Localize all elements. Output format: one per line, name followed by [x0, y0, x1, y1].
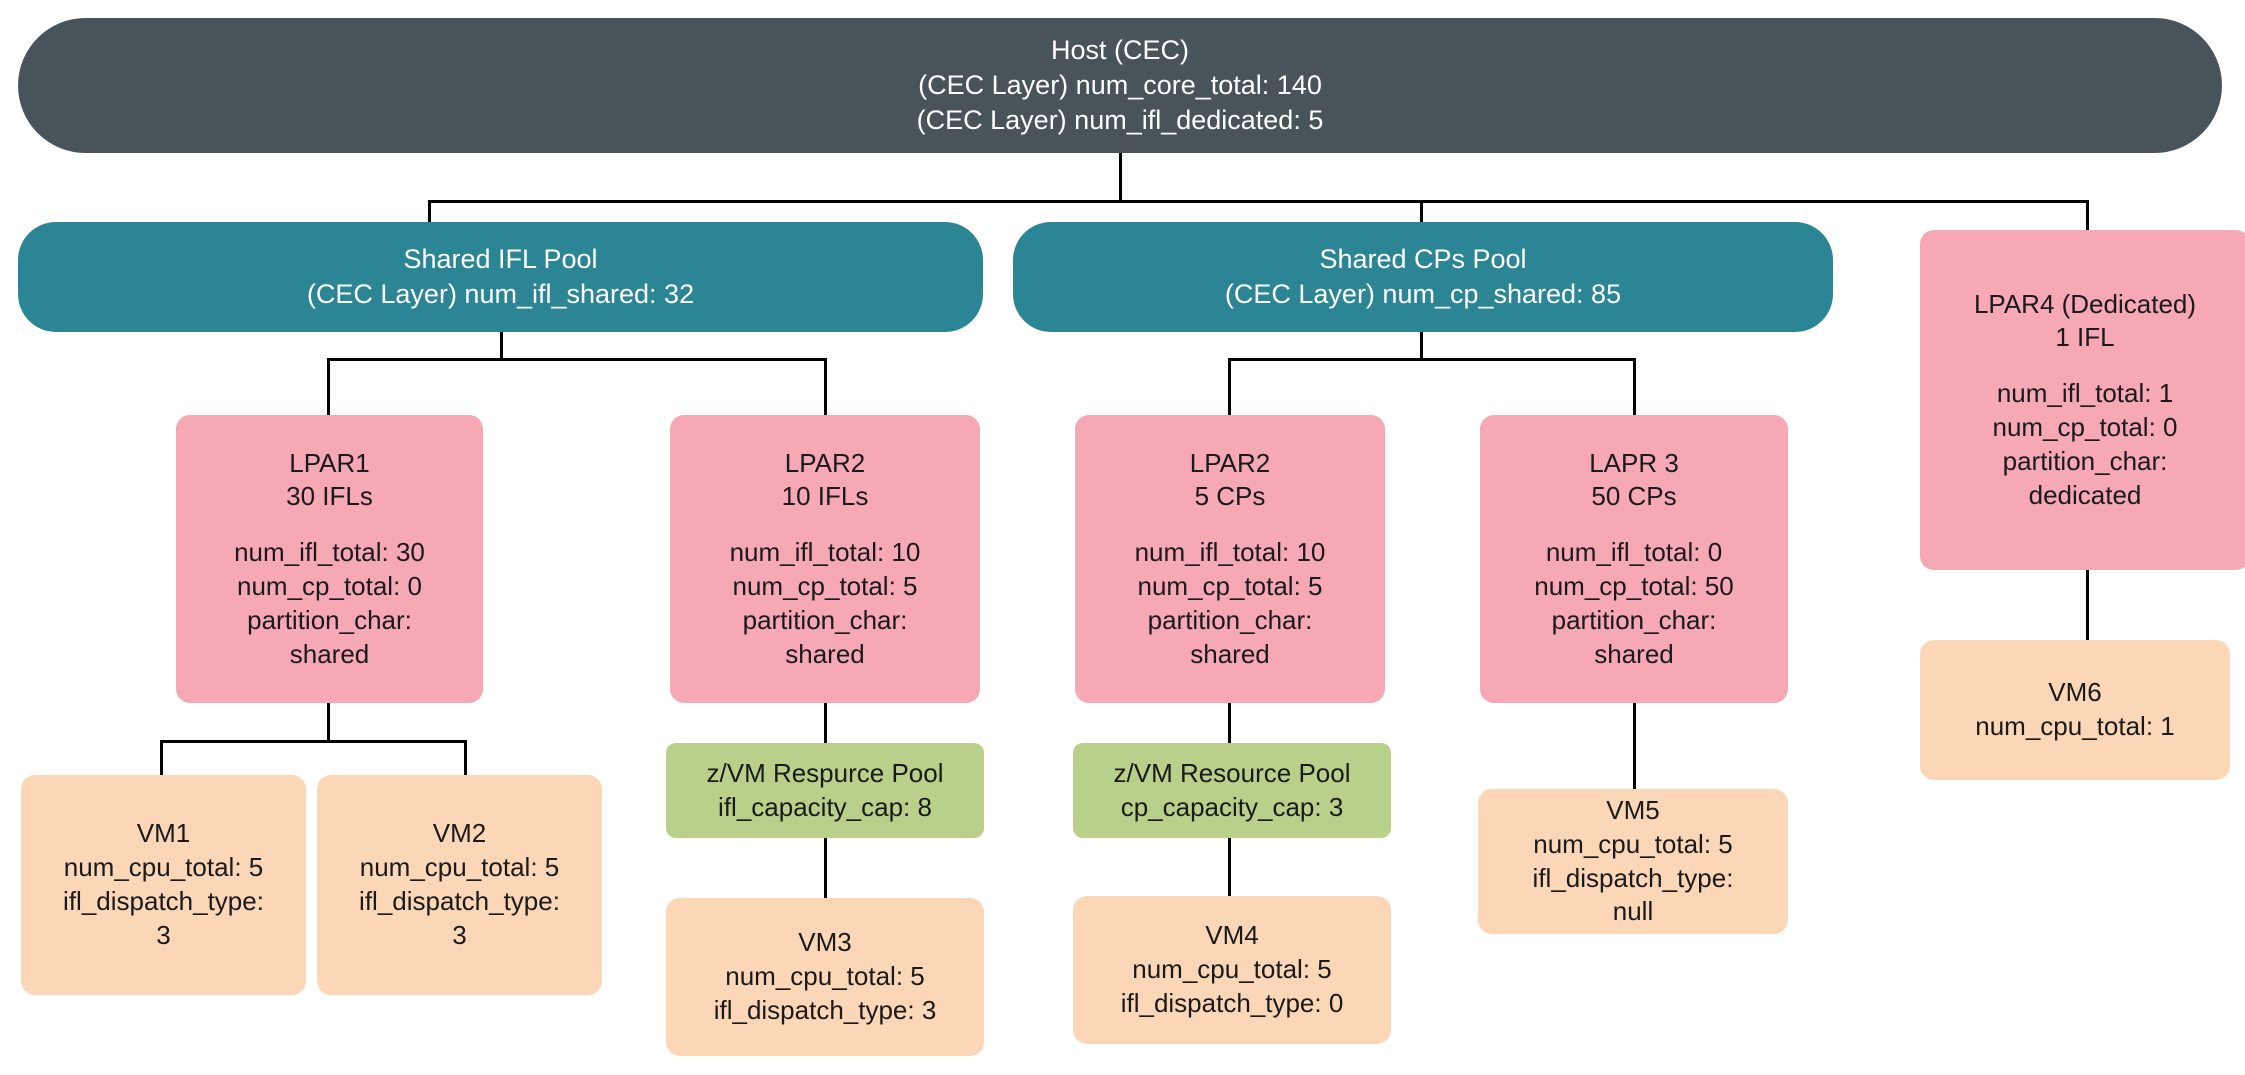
connector-zvm-cp-to-vm4 — [1228, 838, 1231, 896]
connector-shared-cps-bus — [1228, 358, 1636, 361]
shared-cps-pool-num-cp-shared: (CEC Layer) num_cp_shared: 85 — [1224, 279, 1622, 309]
vm1-ifl-dispatch-type-value: 3 — [156, 919, 171, 950]
node-vm1[interactable]: VM1 num_cpu_total: 5 ifl_dispatch_type: … — [21, 775, 306, 995]
connector-level1-bus — [428, 200, 2088, 203]
connector-drop-lpar4 — [2086, 200, 2089, 230]
node-vm5[interactable]: VM5 num_cpu_total: 5 ifl_dispatch_type: … — [1478, 789, 1788, 934]
node-vm3[interactable]: VM3 num_cpu_total: 5 ifl_dispatch_type: … — [666, 898, 984, 1056]
vm4-title: VM4 — [1205, 920, 1259, 951]
lpar1-title: LPAR1 — [289, 447, 370, 478]
vm4-num-cpu-total: num_cpu_total: 5 — [1132, 954, 1332, 985]
lpar2-cp-title: LPAR2 — [1189, 447, 1271, 478]
lpar2-cp-partition-char-label: partition_char: — [1147, 604, 1313, 635]
connector-drop-lpar1 — [327, 358, 330, 416]
connector-shared-ifl-bus — [327, 358, 827, 361]
vm1-num-cpu-total: num_cpu_total: 5 — [63, 852, 264, 883]
node-lpar4-dedicated[interactable]: LPAR4 (Dedicated) 1 IFL num_ifl_total: 1… — [1920, 230, 2245, 570]
lapr3-partition-char-label: partition_char: — [1551, 604, 1717, 635]
shared-cps-pool-title: Shared CPs Pool — [1319, 243, 1527, 274]
lpar1-num-ifl-total: num_ifl_total: 30 — [234, 537, 425, 568]
lpar1-partition-char-label: partition_char: — [247, 604, 412, 635]
zvm-ifl-capacity-cap: ifl_capacity_cap: 8 — [718, 791, 932, 822]
lpar1-subtitle: 30 IFLs — [286, 481, 373, 512]
connector-zvm-ifl-to-vm3 — [824, 838, 827, 898]
lapr3-num-cp-total: num_cp_total: 50 — [1534, 571, 1734, 602]
connector-shared-ifl-pool-stem — [500, 330, 503, 360]
vm3-num-cpu-total: num_cpu_total: 5 — [725, 961, 925, 992]
node-vm2[interactable]: VM2 num_cpu_total: 5 ifl_dispatch_type: … — [317, 775, 602, 995]
vm5-ifl-dispatch-type-value: null — [1612, 896, 1654, 927]
lpar4-num-cp-total: num_cp_total: 0 — [1992, 412, 2178, 443]
zvm-cp-title: z/VM Resource Pool — [1113, 757, 1351, 788]
connector-lpar2-ifl-to-zvm — [824, 703, 827, 743]
vm5-ifl-dispatch-type-label: ifl_dispatch_type: — [1532, 862, 1734, 893]
lpar2-ifl-partition-char-value: shared — [785, 638, 865, 669]
host-num-core-total: (CEC Layer) num_core_total: 140 — [918, 69, 1322, 100]
lpar4-subtitle: 1 IFL — [2055, 322, 2115, 353]
vm2-title: VM2 — [432, 818, 487, 849]
connector-drop-lapr3 — [1633, 358, 1636, 416]
node-shared-ifl-pool[interactable]: Shared IFL Pool (CEC Layer) num_ifl_shar… — [18, 222, 983, 332]
node-vm4[interactable]: VM4 num_cpu_total: 5 ifl_dispatch_type: … — [1073, 896, 1391, 1044]
lpar2-cp-num-ifl-total: num_ifl_total: 10 — [1134, 537, 1326, 568]
node-lpar1[interactable]: LPAR1 30 IFLs num_ifl_total: 30 num_cp_t… — [176, 415, 483, 703]
zvm-ifl-title: z/VM Respurce Pool — [706, 757, 944, 788]
shared-ifl-pool-title: Shared IFL Pool — [403, 243, 598, 274]
connector-drop-vm1 — [160, 740, 163, 778]
lpar2-ifl-num-cp-total: num_cp_total: 5 — [732, 571, 918, 602]
lapr3-subtitle: 50 CPs — [1591, 481, 1677, 512]
lpar2-ifl-num-ifl-total: num_ifl_total: 10 — [729, 537, 921, 568]
lpar4-title: LPAR4 (Dedicated) — [1973, 288, 2197, 319]
connector-shared-cps-pool-stem — [1420, 330, 1423, 360]
node-shared-cps-pool[interactable]: Shared CPs Pool (CEC Layer) num_cp_share… — [1013, 222, 1833, 332]
connector-drop-lpar2-ifl — [824, 358, 827, 416]
host-title: Host (CEC) — [1050, 34, 1189, 65]
connector-lapr3-to-vm5 — [1633, 703, 1636, 789]
vm6-num-cpu-total: num_cpu_total: 1 — [1975, 711, 2175, 741]
lpar2-ifl-subtitle: 10 IFLs — [781, 481, 869, 512]
node-zvm-resource-pool-cp[interactable]: z/VM Resource Pool cp_capacity_cap: 3 — [1073, 743, 1391, 838]
vm3-title: VM3 — [798, 927, 852, 958]
lapr3-num-ifl-total: num_ifl_total: 0 — [1545, 537, 1723, 568]
lpar1-num-cp-total: num_cp_total: 0 — [236, 571, 422, 602]
vm1-ifl-dispatch-type-label: ifl_dispatch_type: — [63, 886, 264, 916]
shared-ifl-pool-num-ifl-shared: (CEC Layer) num_ifl_shared: 32 — [306, 279, 695, 309]
vm6-title: VM6 — [2048, 677, 2102, 708]
vm2-ifl-dispatch-type-label: ifl_dispatch_type: — [359, 886, 560, 916]
node-lpar2-cp[interactable]: LPAR2 5 CPs num_ifl_total: 10 num_cp_tot… — [1075, 415, 1385, 703]
lpar2-ifl-partition-char-label: partition_char: — [742, 604, 908, 635]
vm2-ifl-dispatch-type-value: 3 — [452, 919, 467, 950]
connector-drop-lpar2-cp — [1228, 358, 1231, 416]
node-lapr3[interactable]: LAPR 3 50 CPs num_ifl_total: 0 num_cp_to… — [1480, 415, 1788, 703]
lpar4-partition-char-label: partition_char: — [2002, 445, 2168, 476]
vm3-ifl-dispatch-type: ifl_dispatch_type: 3 — [713, 994, 937, 1025]
node-host-cec[interactable]: Host (CEC) (CEC Layer) num_core_total: 1… — [18, 18, 2222, 153]
lpar4-partition-char-value: dedicated — [2028, 479, 2142, 510]
lpar2-cp-num-cp-total: num_cp_total: 5 — [1137, 571, 1323, 602]
connector-drop-vm2 — [464, 740, 467, 778]
vm1-title: VM1 — [136, 818, 191, 849]
connector-lpar4-to-vm6 — [2086, 570, 2089, 640]
connector-lpar1-stem — [327, 703, 330, 741]
connector-lpar2-cp-to-zvm — [1228, 703, 1231, 743]
lpar2-cp-subtitle: 5 CPs — [1194, 481, 1266, 512]
lpar2-cp-partition-char-value: shared — [1190, 638, 1270, 669]
zvm-cp-capacity-cap: cp_capacity_cap: 3 — [1120, 791, 1344, 822]
vm2-num-cpu-total: num_cpu_total: 5 — [359, 852, 560, 883]
lpar4-num-ifl-total: num_ifl_total: 1 — [1996, 378, 2174, 409]
lapr3-title: LAPR 3 — [1589, 447, 1679, 478]
connector-host-stem — [1119, 152, 1122, 202]
lapr3-partition-char-value: shared — [1594, 638, 1674, 669]
vm5-num-cpu-total: num_cpu_total: 5 — [1533, 828, 1733, 859]
node-zvm-resource-pool-ifl[interactable]: z/VM Respurce Pool ifl_capacity_cap: 8 — [666, 743, 984, 838]
vm4-ifl-dispatch-type: ifl_dispatch_type: 0 — [1120, 987, 1344, 1018]
vm5-title: VM5 — [1606, 794, 1660, 825]
lpar1-partition-char-value: shared — [289, 638, 370, 669]
lpar2-ifl-title: LPAR2 — [784, 447, 866, 478]
node-vm6[interactable]: VM6 num_cpu_total: 1 — [1920, 640, 2230, 780]
host-num-ifl-dedicated: (CEC Layer) num_ifl_dedicated: 5 — [916, 105, 1324, 136]
connector-lpar1-vm-bus — [160, 740, 467, 743]
node-lpar2-ifl[interactable]: LPAR2 10 IFLs num_ifl_total: 10 num_cp_t… — [670, 415, 980, 703]
